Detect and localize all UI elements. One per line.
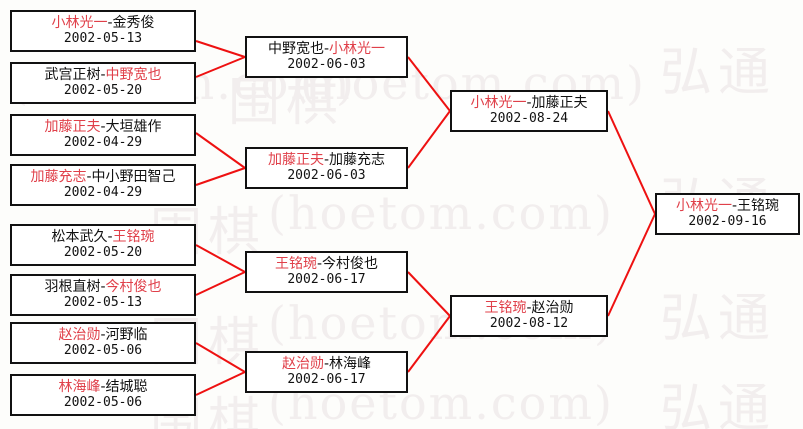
connector-line [407, 56, 451, 112]
match-players: 松本武久-王铭琬 [51, 228, 155, 245]
match-box[interactable]: 小林光一-金秀俊 2002-05-13 [10, 10, 196, 52]
player-loser: 加藤充志 [329, 151, 386, 168]
match-date: 2002-06-03 [287, 167, 366, 183]
match-date: 2002-05-13 [63, 294, 143, 310]
connector-line [195, 167, 246, 186]
match-players: 赵治勋-河野临 [58, 326, 148, 343]
match-date: 2002-06-03 [287, 56, 366, 72]
match-players: 羽根直树-今村俊也 [44, 278, 162, 295]
match-players: 加藤正夫-大垣雄作 [44, 118, 162, 135]
match-box[interactable]: 林海峰-结城聪 2002-05-06 [10, 374, 196, 416]
player-winner: 小林光一 [51, 14, 108, 31]
match-box[interactable]: 小林光一-加藤正夫 2002-08-24 [450, 90, 608, 132]
player-loser: 加藤正夫 [531, 94, 588, 111]
player-loser: 河野临 [105, 326, 148, 343]
match-date: 2002-08-12 [489, 315, 569, 331]
watermark-cjk: 弘通 [660, 43, 777, 103]
match-date: 2002-05-06 [63, 342, 143, 358]
match-players: 中野宽也-小林光一 [267, 40, 386, 57]
match-date: 2002-04-29 [63, 134, 143, 150]
match-players: 小林光一-金秀俊 [51, 14, 155, 31]
connector-line [407, 315, 451, 373]
match-players: 林海峰-结城聪 [58, 378, 148, 395]
player-loser: 金秀俊 [112, 14, 155, 31]
player-winner: 加藤正夫 [267, 151, 324, 168]
match-date: 2002-05-13 [63, 30, 143, 46]
player-winner: 小林光一 [329, 40, 386, 57]
player-winner: 王铭琬 [484, 299, 527, 316]
match-date: 2002-06-17 [287, 371, 366, 387]
match-box[interactable]: 中野宽也-小林光一 2002-06-03 [245, 36, 408, 78]
match-players: 小林光一-加藤正夫 [470, 94, 588, 111]
player-winner: 赵治勋 [58, 326, 101, 343]
player-winner: 加藤充志 [30, 168, 87, 185]
match-players: 加藤充志-中小野田智己 [30, 168, 176, 185]
match-players: 王铭琬-今村俊也 [274, 255, 379, 272]
match-players: 赵治勋-林海峰 [281, 355, 372, 372]
player-loser: 羽根直树 [44, 278, 101, 295]
connector-line [195, 56, 246, 78]
player-loser: 武宫正树 [44, 66, 101, 83]
connector-line [195, 271, 246, 296]
connector-line [195, 40, 246, 58]
match-date: 2002-05-06 [63, 394, 143, 410]
connector-line [195, 371, 246, 396]
connector-line [195, 132, 246, 169]
match-date: 2002-06-17 [287, 271, 366, 287]
player-loser: 中小野田智己 [91, 168, 176, 185]
match-box[interactable]: 羽根直树-今村俊也 2002-05-13 [10, 274, 196, 316]
match-date: 2002-04-29 [63, 184, 143, 200]
connector-line [407, 271, 451, 317]
player-winner: 王铭琬 [112, 228, 155, 245]
match-box[interactable]: 加藤充志-中小野田智己 2002-04-29 [10, 164, 196, 206]
match-players: 王铭琬-赵治勋 [484, 299, 574, 316]
player-winner: 王铭琬 [274, 255, 317, 272]
connector-line [607, 213, 656, 317]
player-loser: 今村俊也 [322, 255, 379, 272]
watermark-cjk: 弘通 [660, 289, 777, 349]
watermark-cjk: 弘通 [660, 379, 777, 429]
match-box[interactable]: 王铭琬-赵治勋 2002-08-12 [450, 295, 608, 337]
player-loser: 中野宽也 [267, 40, 324, 57]
match-box-final[interactable]: 小林光一-王铭琬 2002-09-16 [655, 193, 800, 235]
connector-line [607, 110, 656, 215]
match-players: 加藤正夫-加藤充志 [267, 151, 386, 168]
connector-line [407, 110, 451, 169]
player-loser: 林海峰 [329, 355, 372, 372]
match-date: 2002-08-24 [489, 110, 569, 126]
player-winner: 赵治勋 [281, 355, 324, 372]
match-box[interactable]: 武宫正树-中野宽也 2002-05-20 [10, 62, 196, 104]
player-winner: 小林光一 [675, 197, 732, 214]
match-box[interactable]: 加藤正夫-大垣雄作 2002-04-29 [10, 114, 196, 156]
connector-line [195, 244, 246, 273]
watermark-latin: (hoetom.com) [268, 186, 614, 240]
connector-line [195, 342, 246, 373]
match-box[interactable]: 松本武久-王铭琬 2002-05-20 [10, 224, 196, 266]
player-loser: 大垣雄作 [105, 118, 162, 135]
player-loser: 松本武久 [51, 228, 108, 245]
player-winner: 小林光一 [470, 94, 527, 111]
match-players: 武宫正树-中野宽也 [44, 66, 162, 83]
match-players: 小林光一-王铭琬 [675, 197, 780, 214]
player-loser: 赵治勋 [531, 299, 574, 316]
player-winner: 加藤正夫 [44, 118, 101, 135]
match-box[interactable]: 赵治勋-林海峰 2002-06-17 [245, 351, 408, 393]
match-date: 2002-05-20 [63, 82, 143, 98]
player-winner: 今村俊也 [105, 278, 162, 295]
player-winner: 林海峰 [58, 378, 101, 395]
player-winner: 中野宽也 [105, 66, 162, 83]
match-box[interactable]: 王铭琬-今村俊也 2002-06-17 [245, 251, 408, 293]
match-box[interactable]: 加藤正夫-加藤充志 2002-06-03 [245, 147, 408, 189]
match-date: 2002-09-16 [688, 213, 767, 229]
match-box[interactable]: 赵治勋-河野临 2002-05-06 [10, 322, 196, 364]
match-date: 2002-05-20 [63, 244, 143, 260]
player-loser: 结城聪 [105, 378, 148, 395]
player-loser: 王铭琬 [737, 197, 780, 214]
